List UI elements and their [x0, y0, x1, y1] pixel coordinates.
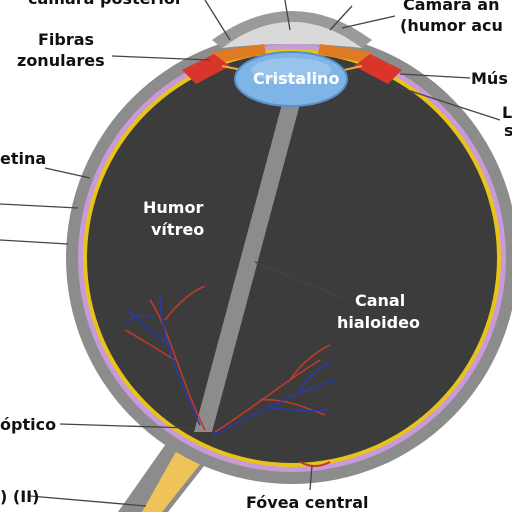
retinal-vessels — [124, 285, 336, 437]
label-fovea: Fóvea central — [246, 493, 368, 512]
label-cristalino: Cristalino — [253, 69, 339, 88]
lens-highlight — [251, 58, 331, 82]
label-retina: etina — [0, 149, 46, 168]
label-hialoideo: hialoideo — [337, 313, 420, 332]
ciliary-body-right — [354, 54, 402, 84]
label-humor: Humor — [143, 198, 203, 217]
label-canal: Canal — [355, 291, 405, 310]
label-fibras: Fibras — [38, 30, 94, 49]
label-humor-acuoso: (humor acu — [400, 16, 503, 35]
label-nervio: ) (II) — [0, 487, 39, 506]
label-zonulares: zonulares — [17, 51, 105, 70]
iris — [212, 44, 266, 64]
anterior-chamber — [222, 22, 362, 48]
fovea — [299, 461, 331, 467]
label-ligamento-l: L — [502, 103, 512, 122]
label-ligamento-s: s — [504, 121, 512, 140]
label-musculo: Mús — [471, 69, 508, 88]
label-vitreo: vítreo — [151, 220, 204, 239]
cornea — [212, 11, 372, 48]
label-camara-anterior: Cámara an — [403, 0, 499, 14]
optic-nerve — [142, 448, 205, 512]
iris-right — [318, 44, 372, 64]
leader-lines — [0, 0, 501, 507]
vitreous-body — [87, 53, 497, 463]
label-camara-posterior: camara posterior — [28, 0, 183, 8]
zonular-fiber — [343, 65, 363, 71]
hyaloid-canal — [194, 104, 300, 432]
lens — [234, 51, 348, 107]
ciliary-body-left — [182, 54, 230, 84]
label-optico: óptico — [0, 415, 56, 434]
